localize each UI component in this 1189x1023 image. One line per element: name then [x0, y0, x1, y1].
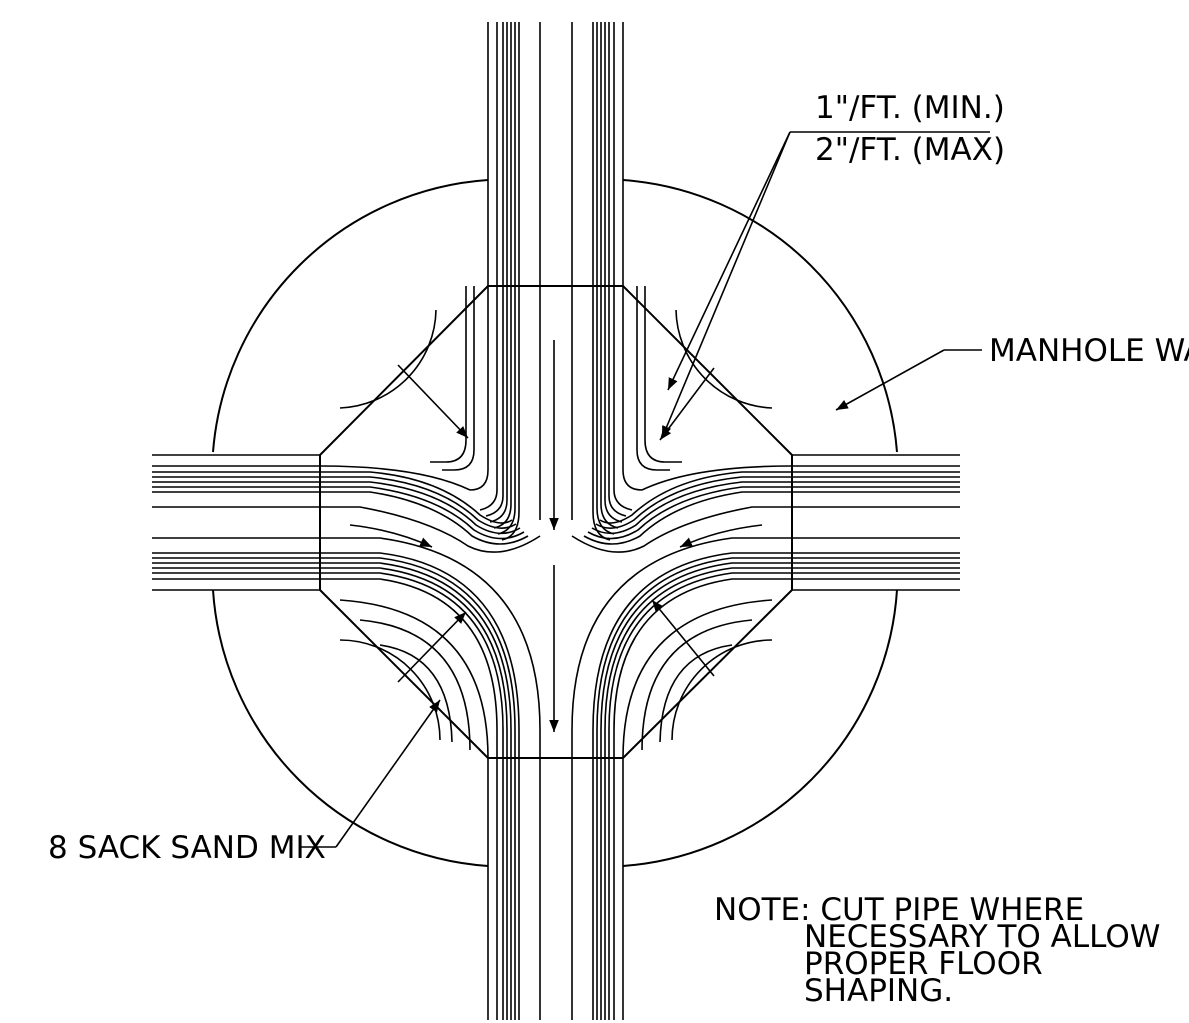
pipe-right	[792, 454, 960, 591]
pipe-left	[152, 454, 320, 591]
floor-bench-outline	[319, 285, 793, 759]
note-block: NOTE: CUT PIPE WHERE NECESSARY TO ALLOW …	[714, 892, 1160, 1009]
channel-bend-upper-left	[319, 286, 541, 553]
slope-min-label: 1"/FT. (MIN.)	[815, 90, 1005, 126]
manhole-wall-label: MANHOLE WALL	[989, 333, 1189, 369]
pipe-top	[487, 22, 624, 286]
leader-lines	[300, 131, 990, 848]
flow-arrows	[349, 340, 763, 732]
note-line-3: PROPER FLOOR	[804, 946, 1043, 982]
note-line-4: SHAPING.	[804, 973, 953, 1009]
manhole-wall-outline	[212, 179, 898, 867]
channel-bend-upper-right	[571, 286, 793, 553]
bench-slope-arcs	[339, 309, 773, 409]
note-line-1: NOTE: CUT PIPE WHERE	[714, 892, 1084, 928]
channel-bend-lower-left	[320, 537, 541, 759]
channel-bend-lower-right	[571, 537, 792, 759]
slope-max-label: 2"/FT. (MAX)	[815, 132, 1005, 168]
bench-slope-arrows	[397, 364, 715, 683]
sand-mix-label: 8 SACK SAND MIX	[48, 830, 326, 866]
note-line-2: NECESSARY TO ALLOW	[804, 919, 1160, 955]
pipe-bottom	[487, 758, 624, 1020]
